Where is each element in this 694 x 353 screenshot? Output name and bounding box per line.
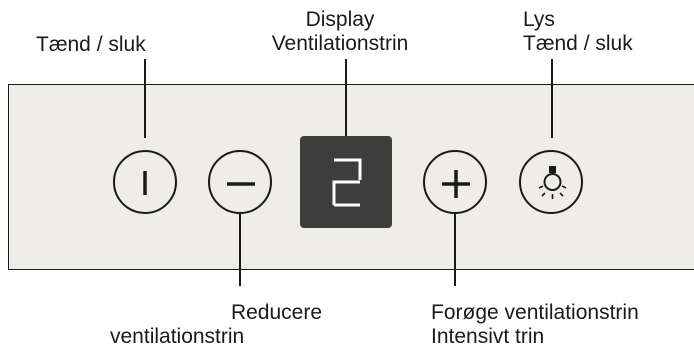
reduce-fan-button[interactable] bbox=[208, 150, 272, 214]
light-label: Lys Tænd / sluk bbox=[523, 8, 633, 56]
reduce-label-line2-wrap: ventilationstrin bbox=[110, 325, 244, 349]
minus-icon bbox=[227, 182, 255, 186]
light-label-line2: Tænd / sluk bbox=[523, 32, 633, 55]
light-callout-line bbox=[551, 59, 553, 138]
increase-fan-button[interactable] bbox=[423, 150, 487, 214]
increase-label-line2: Intensivt trin bbox=[431, 325, 545, 348]
display-label: Display Ventilationstrin bbox=[250, 8, 430, 56]
reduce-label-line1: Reducere bbox=[230, 301, 322, 324]
light-button[interactable] bbox=[519, 150, 583, 214]
power-button[interactable] bbox=[113, 150, 177, 214]
reduce-label: Reducere bbox=[100, 301, 380, 325]
reduce-callout-line bbox=[239, 214, 241, 286]
plus-icon bbox=[442, 170, 470, 198]
display-label-line2: Ventilationstrin bbox=[271, 32, 409, 55]
increase-label-line1: Forøge ventilationstrin bbox=[431, 301, 639, 324]
light-bulb-icon bbox=[538, 166, 567, 199]
power-callout-line bbox=[144, 59, 146, 138]
increase-label: Forøge ventilationstrin Intensivt trin bbox=[431, 301, 639, 349]
power-label: Tænd / sluk bbox=[36, 33, 146, 56]
display-callout-line bbox=[345, 59, 347, 136]
display-label-line1: Display bbox=[305, 8, 375, 31]
light-label-line1: Lys bbox=[523, 8, 555, 31]
reduce-label-line2: ventilationstrin bbox=[110, 325, 245, 348]
fan-level-display bbox=[300, 136, 392, 228]
seven-segment-digit bbox=[332, 158, 362, 207]
power-icon bbox=[143, 171, 147, 195]
increase-callout-line bbox=[454, 214, 456, 286]
